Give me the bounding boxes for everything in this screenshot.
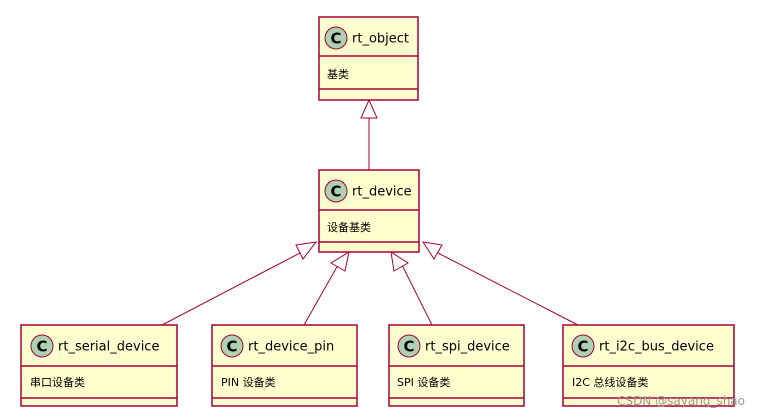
class-rt_device[interactable]: C rt_device 设备基类 [318, 169, 420, 253]
class-stereotype-icon [571, 334, 595, 358]
edge-rt_serial_device-to-rt_device [161, 241, 318, 326]
class-stereotype-letter: C [330, 30, 341, 48]
class-rt_device_pin[interactable]: C rt_device_pin PIN 设备类 [211, 324, 358, 407]
watermark: CSDN @sayang_shao [617, 394, 745, 408]
class-description: PIN 设备类 [221, 375, 276, 389]
class-rt_serial_device[interactable]: C rt_serial_device 串口设备类 [20, 324, 178, 407]
class-name: rt_spi_device [425, 340, 510, 355]
edge-rt_device-to-rt_object [360, 98, 378, 170]
class-stereotype-letter: C [330, 183, 341, 201]
edge-rt_spi_device-to-rt_device [390, 250, 433, 326]
class-name: rt_object [352, 32, 409, 47]
class-name: rt_device_pin [248, 340, 334, 355]
class-stereotype-letter: C [403, 338, 414, 356]
class-description: I2C 总线设备类 [572, 375, 648, 389]
class-rt_spi_device[interactable]: C rt_spi_device SPI 设备类 [388, 324, 525, 407]
class-stereotype-letter: C [577, 338, 588, 356]
class-stereotype-icon [220, 334, 244, 358]
class-stereotype-letter: C [226, 338, 237, 356]
class-name: rt_device [352, 185, 412, 200]
class-stereotype-icon [30, 334, 54, 358]
class-stereotype-icon [397, 334, 421, 358]
class-rt_i2c_bus_device[interactable]: C rt_i2c_bus_device I2C 总线设备类 [562, 324, 735, 407]
class-stereotype-letter: C [36, 338, 47, 356]
class-stereotype-icon [324, 26, 348, 50]
class-name: rt_i2c_bus_device [599, 340, 714, 355]
class-name: rt_serial_device [58, 340, 159, 355]
edge-rt_i2c_bus_device-to-rt_device [421, 241, 579, 326]
class-description: 基类 [327, 67, 349, 81]
class-rt_object[interactable]: C rt_object 基类 [318, 16, 419, 101]
edge-rt_device_pin-to-rt_device [303, 250, 350, 326]
class-description: SPI 设备类 [397, 375, 450, 389]
class-description: 串口设备类 [30, 375, 85, 389]
class-description: 设备基类 [327, 220, 371, 234]
class-stereotype-icon [324, 179, 348, 203]
